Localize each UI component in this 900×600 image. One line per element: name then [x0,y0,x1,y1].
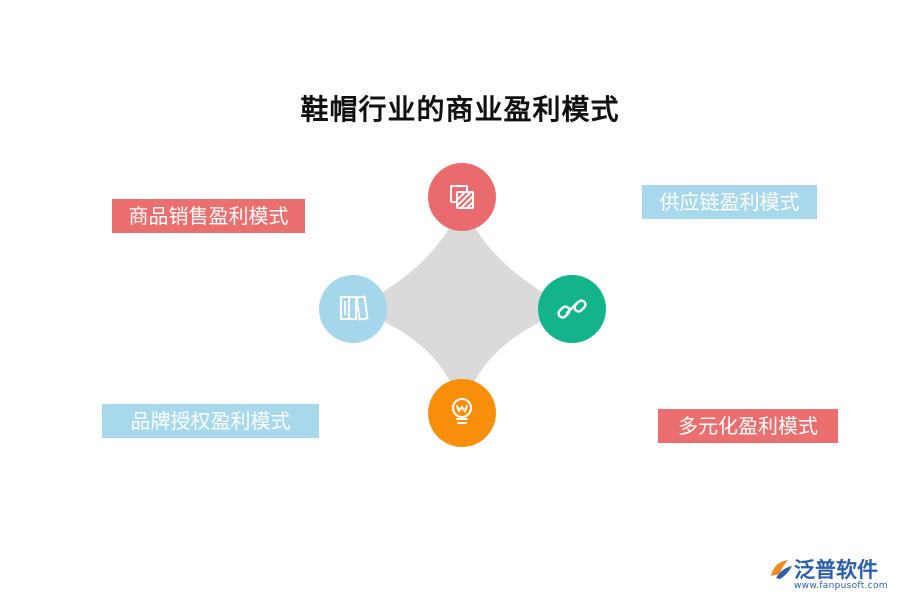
logo-name: 泛普软件 [794,558,878,582]
label-product-sales: 商品销售盈利模式 [112,199,305,233]
page-title: 鞋帽行业的商业盈利模式 [300,93,620,126]
node-right [538,275,606,343]
label-diversified: 多元化盈利模式 [658,409,838,443]
book-columns-icon [340,295,369,321]
node-top [428,163,496,231]
node-left [319,275,387,343]
brand-logo: 泛普软件 www.fanpusoft.com [764,554,894,594]
hatched-square-icon [450,185,474,209]
lightbulb-icon [452,398,472,424]
label-brand-licensing: 品牌授权盈利模式 [102,404,319,438]
node-bottom [428,379,496,447]
label-supply-chain: 供应链盈利模式 [642,185,817,219]
chain-link-icon [557,299,587,319]
fanpu-logo-icon [771,560,792,579]
center-star-shape [353,197,572,413]
logo-url: www.fanpusoft.com [794,581,888,591]
